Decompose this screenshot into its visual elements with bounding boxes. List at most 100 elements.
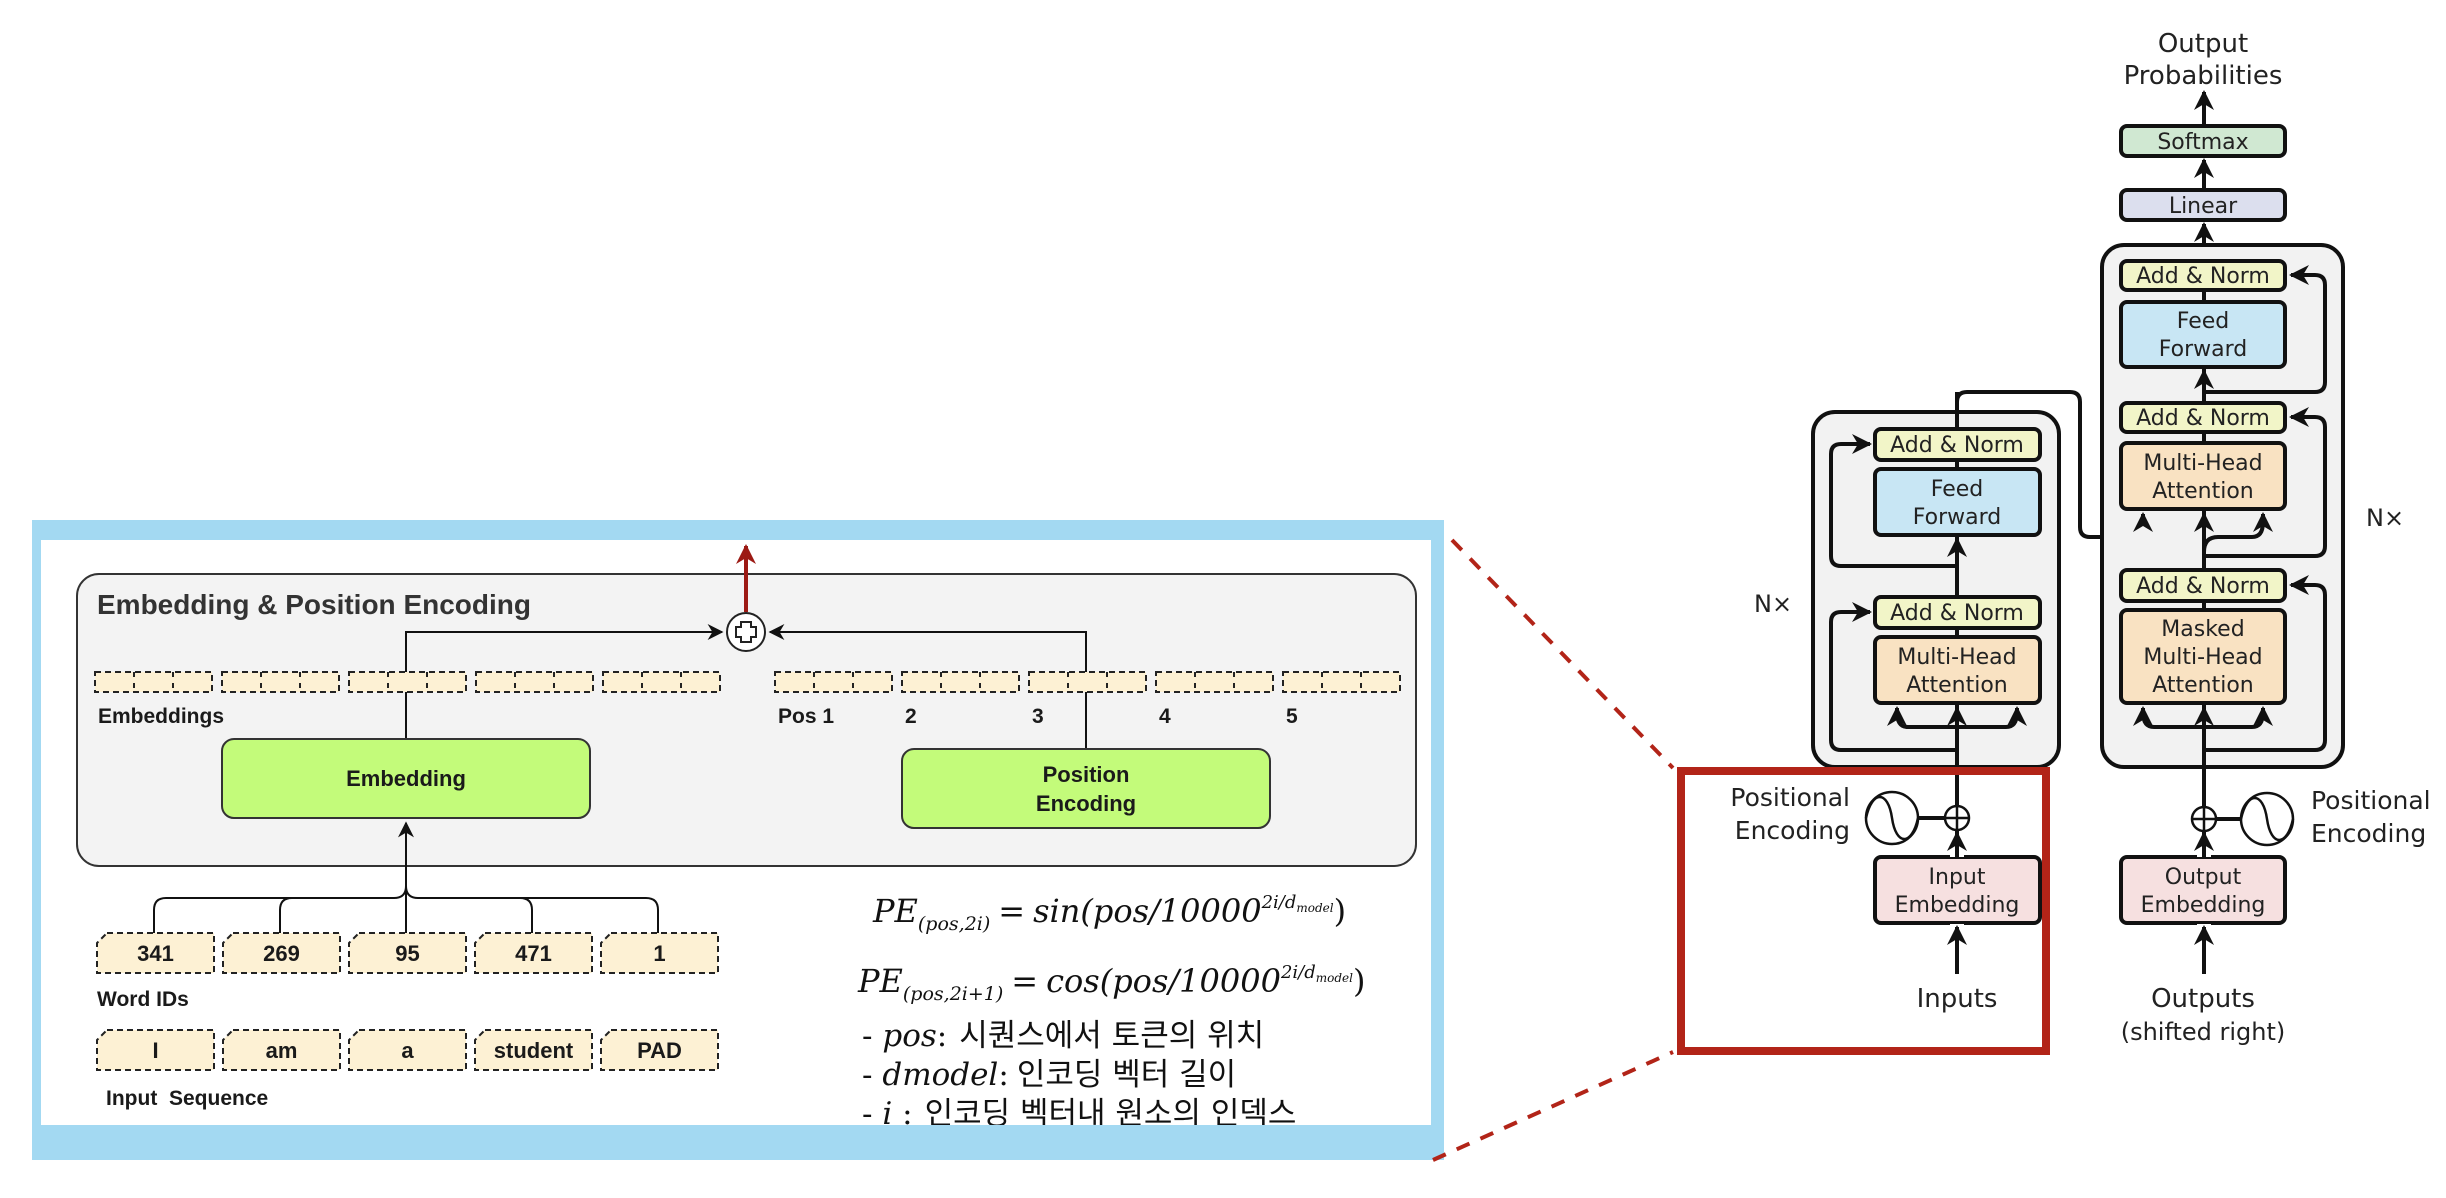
position-vector (901, 671, 1020, 693)
vector-cell (1028, 671, 1147, 693)
decoder-add-norm-top-label: Add & Norm (2136, 264, 2270, 289)
embedding-block (221, 738, 591, 819)
word-ids-label: Word IDs (97, 988, 189, 1011)
encoder-add-norm-top-label: Add & Norm (1890, 433, 2024, 458)
decoder-add-norm-mid-label: Add & Norm (2136, 406, 2270, 431)
formula-cos-eq: = (1011, 962, 1038, 1000)
input-token-cell: am (222, 1029, 341, 1071)
encoder-ff-line2: Forward (1913, 505, 2001, 530)
embedding-to-plus-line (405, 624, 724, 740)
embedding-vectors (94, 671, 721, 693)
decoder-residual-top (2204, 265, 2327, 394)
decoder-line-mask (2197, 924, 2211, 1050)
encoder-residual-top (1829, 434, 1957, 568)
token-cell-shape (222, 932, 341, 974)
token-cell-shape (474, 1029, 593, 1071)
token-cell-shape (222, 1029, 341, 1071)
position-label: 2 (905, 705, 917, 728)
embedding-vector (475, 671, 594, 693)
input-token-cell: PAD (600, 1029, 719, 1071)
output-embedding-line1: Output (2165, 865, 2242, 890)
position-encoding-block (901, 748, 1271, 829)
token-text: am (266, 1038, 298, 1063)
formula-cos-lhs: PE (857, 962, 903, 1000)
vector-cell (475, 671, 594, 693)
transformer-diagram: Output Probabilities Softmax Linear N× A… (1677, 29, 2431, 1055)
input-token-cell: a (348, 1029, 467, 1071)
word-id-cell: 269 (222, 932, 341, 974)
formula-sin-sup: 2i/d (1261, 892, 1297, 913)
formula-cos-sup: 2i/d (1280, 962, 1316, 983)
decoder-residual-mid (2204, 407, 2327, 558)
vector-cell (774, 671, 893, 693)
formula-sin-close: ) (1334, 892, 1346, 930)
left-zoom-panel: Embedding & Position Encoding Embeddings… (32, 520, 1444, 1160)
token-text: 471 (515, 941, 552, 966)
input-token-cell: I (96, 1029, 215, 1071)
formula-cos-fn: cos(pos/10000 (1046, 962, 1281, 1000)
position-label: Pos 1 (778, 705, 834, 728)
token-cell-shape (474, 932, 593, 974)
encoder-stack (1811, 410, 2061, 769)
wordids-bracket (153, 885, 659, 933)
embedding-vector (221, 671, 340, 693)
encoder-feed-forward (1873, 467, 2042, 537)
outputs-label-line2: (shifted right) (2121, 1018, 2286, 1046)
position-vectors (774, 671, 1401, 693)
output-probabilities-line1: Output (2158, 29, 2248, 59)
sine-wave-icon (1864, 790, 1920, 846)
vector-cell (221, 671, 340, 693)
zoom-line-bottom (1432, 1050, 1674, 1162)
token-text: 269 (263, 941, 300, 966)
svg-text:PE(pos,2i+1)=cos(pos/100002i/d: PE(pos,2i+1)=cos(pos/100002i/dmodel) (857, 962, 1365, 1005)
decoder-residual-bottom (2204, 575, 2327, 752)
vector-cell (901, 671, 1020, 693)
word-id-cells: 341 269 95 471 1 (96, 932, 719, 974)
formula-cos-sub: (pos,2i+1) (903, 983, 1003, 1005)
outputs-label-line1: Outputs (2151, 984, 2255, 1014)
position-vector (1155, 671, 1274, 693)
encoder-plus-icon (1943, 804, 1971, 832)
decoder-pe-line2: Encoding (2311, 819, 2426, 848)
position-block-line1: Position (1043, 762, 1130, 787)
encoder-residual-bottom (1829, 602, 1957, 752)
output-embedding-line2: Embedding (2141, 893, 2266, 918)
token-cell-shape (96, 1029, 215, 1071)
decoder-plus-icon (2190, 805, 2218, 833)
word-id-cell: 471 (474, 932, 593, 974)
position-vector (1028, 671, 1147, 693)
position-label: 5 (1286, 705, 1298, 728)
vector-cell (602, 671, 721, 693)
decoder-ff-line2: Forward (2159, 337, 2247, 362)
embedding-vector (602, 671, 721, 693)
encoder-attn-line1: Multi-Head (1897, 645, 2016, 670)
vector-cell (1155, 671, 1274, 693)
token-cell-shape (96, 932, 215, 974)
encoder-pe-line1: Positional (1730, 783, 1850, 812)
inputs-label: Inputs (1917, 984, 1998, 1014)
decoder-add-norm-mid (2119, 401, 2287, 434)
softmax-block (2119, 124, 2287, 158)
token-text: 341 (137, 941, 174, 966)
embedding-vector (94, 671, 213, 693)
token-text: student (494, 1038, 574, 1063)
word-id-cell: 95 (348, 932, 467, 974)
token-text: I (152, 1038, 158, 1063)
svg-text:PE(pos,2i)=sin(pos/100002i/dmo: PE(pos,2i)=sin(pos/100002i/dmodel) (872, 892, 1346, 935)
decoder-ff-line1: Feed (2177, 309, 2230, 334)
decoder-add-norm-top (2119, 259, 2287, 292)
position-label: 4 (1159, 705, 1171, 728)
token-cell-shape (600, 1029, 719, 1071)
formula-sin-sub: (pos,2i) (918, 913, 990, 935)
vector-cell (94, 671, 213, 693)
encoder-attention (1873, 635, 2042, 705)
formula-cos-supsub: model (1316, 971, 1353, 985)
token-cell-shape (600, 932, 719, 974)
word-id-cell: 1 (600, 932, 719, 974)
decoder-attn-line1: Multi-Head (2143, 451, 2262, 476)
encoder-attn-line2: Attention (1906, 673, 2008, 698)
decoder-pe-line1: Positional (2311, 786, 2431, 815)
